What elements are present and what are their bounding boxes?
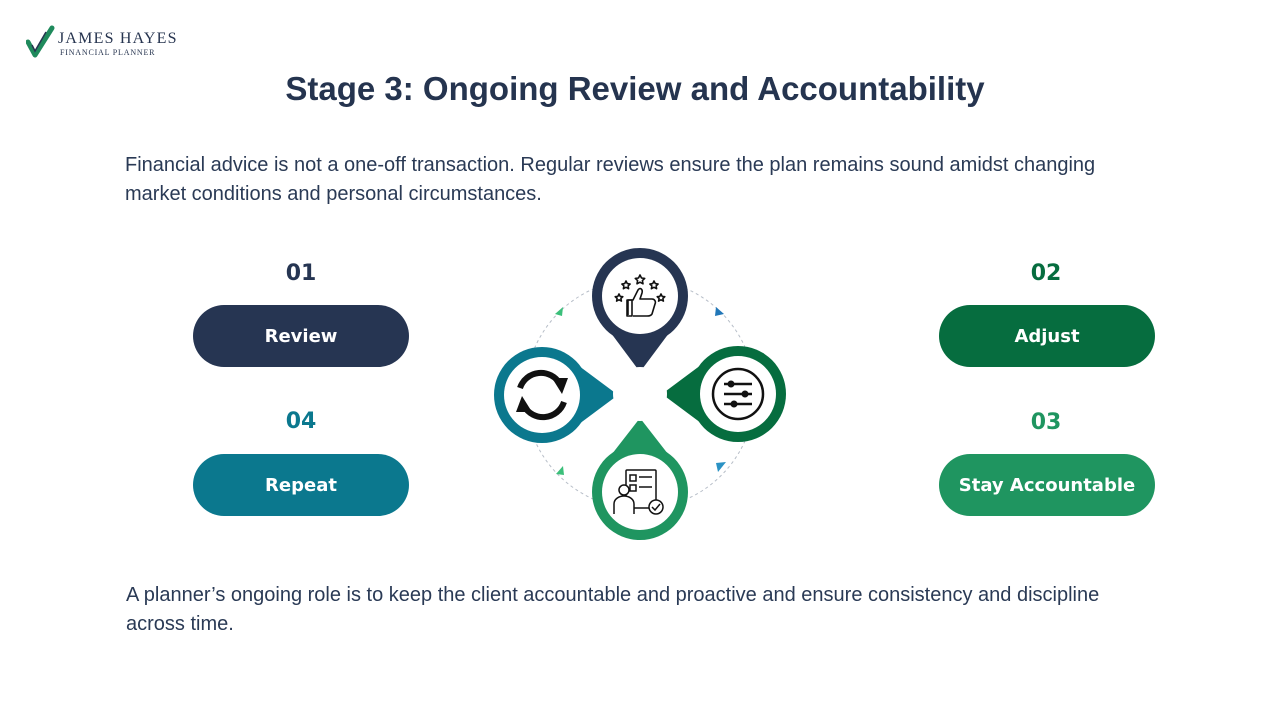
repeat-pill-label: Repeat xyxy=(265,474,337,496)
step-number-03: 03 xyxy=(1030,410,1062,435)
repeat-pin xyxy=(494,347,618,443)
stay-accountable-pill-label: Stay Accountable xyxy=(958,474,1136,496)
accountable-pin xyxy=(592,418,688,540)
review-pin xyxy=(592,248,688,372)
adjust-pill[interactable]: Adjust xyxy=(939,305,1155,367)
step-number-02: 02 xyxy=(1030,261,1062,286)
step-number-04: 04 xyxy=(285,409,317,434)
stay-accountable-pill[interactable]: Stay Accountable xyxy=(939,454,1155,516)
intro-paragraph: Financial advice is not a one-off transa… xyxy=(125,154,1096,205)
sliders-icon xyxy=(711,367,765,421)
logo-check-icon xyxy=(26,25,55,58)
ring-arrow-se xyxy=(716,462,726,472)
review-pill[interactable]: Review xyxy=(193,305,409,367)
ring-arrow-sw xyxy=(556,466,564,475)
review-pill-label: Review xyxy=(264,325,338,347)
company-logo: JAMES HAYES FINANCIAL PLANNER xyxy=(26,24,206,60)
step-number-01: 01 xyxy=(285,261,317,286)
conclusion-paragraph: A planner’s ongoing role is to keep the … xyxy=(126,584,1100,635)
ring-arrow-nw xyxy=(555,307,563,316)
page-title: Stage 3: Ongoing Review and Accountabili… xyxy=(285,70,985,107)
refresh-cycle-icon xyxy=(516,369,568,421)
cycle-diagram-svg xyxy=(494,248,786,540)
adjust-pill-label: Adjust xyxy=(1014,325,1080,347)
cycle-diagram xyxy=(470,230,800,555)
logo-subtitle: FINANCIAL PLANNER xyxy=(60,48,156,57)
checklist-person-icon xyxy=(613,469,664,515)
rating-thumbs-up-icon xyxy=(614,274,666,317)
ring-arrow-ne xyxy=(715,307,724,316)
logo-name: JAMES HAYES xyxy=(58,30,178,47)
repeat-pill[interactable]: Repeat xyxy=(193,454,409,516)
cycle-center xyxy=(613,367,667,421)
